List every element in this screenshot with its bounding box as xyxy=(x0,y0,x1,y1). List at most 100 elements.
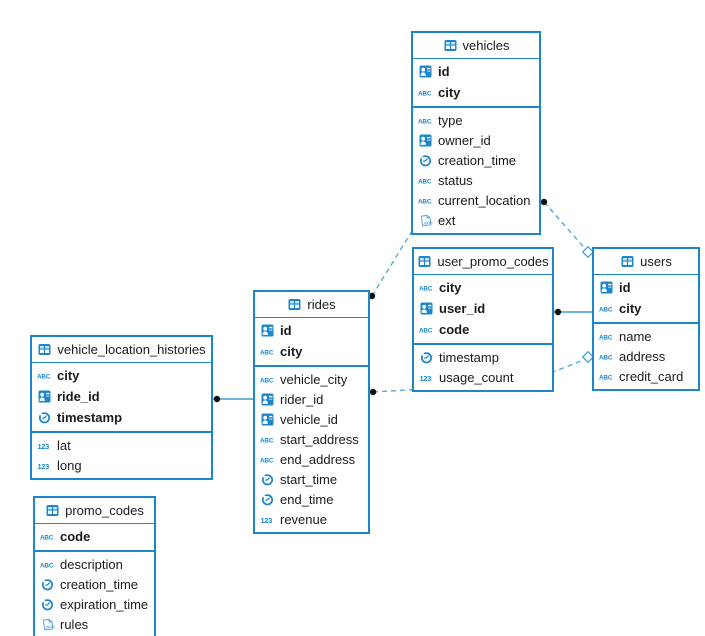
column-label: id xyxy=(280,323,292,338)
table-icon xyxy=(287,298,302,311)
svg-text:123: 123 xyxy=(38,442,50,451)
abc-text-icon: ABC xyxy=(40,530,55,543)
id-badge-icon xyxy=(260,413,275,426)
clock-icon xyxy=(260,473,275,486)
column-user_promo_codes-timestamp[interactable]: timestamp xyxy=(414,347,552,367)
table-header-vehicles[interactable]: vehicles xyxy=(413,33,539,59)
column-label: owner_id xyxy=(438,132,491,148)
table-title: user_promo_codes xyxy=(437,254,549,269)
column-vehicles-owner_id[interactable]: owner_id xyxy=(413,130,539,150)
svg-text:ABC: ABC xyxy=(40,535,54,542)
column-label: start_address xyxy=(280,431,359,447)
abc-text-icon: ABC xyxy=(418,114,433,127)
column-vehicles-creation_time[interactable]: creation_time xyxy=(413,150,539,170)
table-icon xyxy=(443,39,458,52)
column-label: ride_id xyxy=(57,389,100,404)
abc-text-icon: ABC xyxy=(419,323,434,336)
column-vehicles-id[interactable]: id xyxy=(413,61,539,82)
num-123-icon: 123 xyxy=(260,513,275,526)
abc-text-icon: ABC xyxy=(37,369,52,382)
column-user_promo_codes-user_id[interactable]: user_id xyxy=(414,298,552,319)
table-header-user_promo_codes[interactable]: user_promo_codes xyxy=(414,249,552,275)
column-rides-start_time[interactable]: start_time xyxy=(255,469,368,489)
column-users-city[interactable]: ABC city xyxy=(594,298,698,319)
column-promo_codes-expiration_time[interactable]: expiration_time xyxy=(35,594,154,614)
table-header-users[interactable]: users xyxy=(594,249,698,275)
clock-icon xyxy=(418,154,433,167)
abc-text-icon: ABC xyxy=(419,281,434,294)
svg-text:ABC: ABC xyxy=(260,437,274,444)
abc-text-icon: ABC xyxy=(260,373,275,386)
cardinality-diamond xyxy=(581,350,595,364)
table-icon xyxy=(620,255,635,268)
svg-text:ABC: ABC xyxy=(599,307,613,314)
id-badge-icon xyxy=(260,393,275,406)
column-rides-revenue[interactable]: 123 revenue xyxy=(255,509,368,529)
column-rides-start_address[interactable]: ABC start_address xyxy=(255,429,368,449)
svg-text:123: 123 xyxy=(420,374,432,383)
column-rides-end_time[interactable]: end_time xyxy=(255,489,368,509)
column-user_promo_codes-usage_count[interactable]: 123 usage_count xyxy=(414,367,552,387)
column-label: creation_time xyxy=(438,152,517,168)
svg-text:ABC: ABC xyxy=(260,377,274,384)
column-label: rider_id xyxy=(280,391,324,407)
clock-icon xyxy=(40,578,55,591)
column-label: end_time xyxy=(280,491,334,507)
relationship-vehicles-to-users[interactable] xyxy=(543,201,589,253)
column-vehicle_location_histories-ride_id[interactable]: ride_id xyxy=(32,386,211,407)
abc-text-icon: ABC xyxy=(40,558,55,571)
column-label: revenue xyxy=(280,511,327,527)
svg-text:ABC: ABC xyxy=(418,178,432,185)
table-icon xyxy=(37,343,52,356)
column-rides-rider_id[interactable]: rider_id xyxy=(255,389,368,409)
column-rides-vehicle_id[interactable]: vehicle_id xyxy=(255,409,368,429)
column-label: id xyxy=(619,280,631,295)
table-header-vehicle_location_histories[interactable]: vehicle_location_histories xyxy=(32,337,211,363)
column-users-id[interactable]: id xyxy=(594,277,698,298)
column-rides-id[interactable]: id xyxy=(255,320,368,341)
column-rides-vehicle_city[interactable]: ABC vehicle_city xyxy=(255,369,368,389)
column-label: city xyxy=(619,301,642,316)
cardinality-dot xyxy=(368,292,376,300)
column-label: vehicle_city xyxy=(280,371,348,387)
svg-text:ABC: ABC xyxy=(418,118,432,125)
svg-text:ABC: ABC xyxy=(260,457,274,464)
column-promo_codes-creation_time[interactable]: creation_time xyxy=(35,574,154,594)
table-header-rides[interactable]: rides xyxy=(255,292,368,318)
table-title: promo_codes xyxy=(65,503,144,518)
column-label: long xyxy=(57,457,82,473)
table-title: vehicle_location_histories xyxy=(57,342,206,357)
table-icon xyxy=(417,255,432,268)
column-vehicle_location_histories-timestamp[interactable]: timestamp xyxy=(32,407,211,428)
table-header-promo_codes[interactable]: promo_codes xyxy=(35,498,154,524)
column-label: usage_count xyxy=(439,369,514,385)
